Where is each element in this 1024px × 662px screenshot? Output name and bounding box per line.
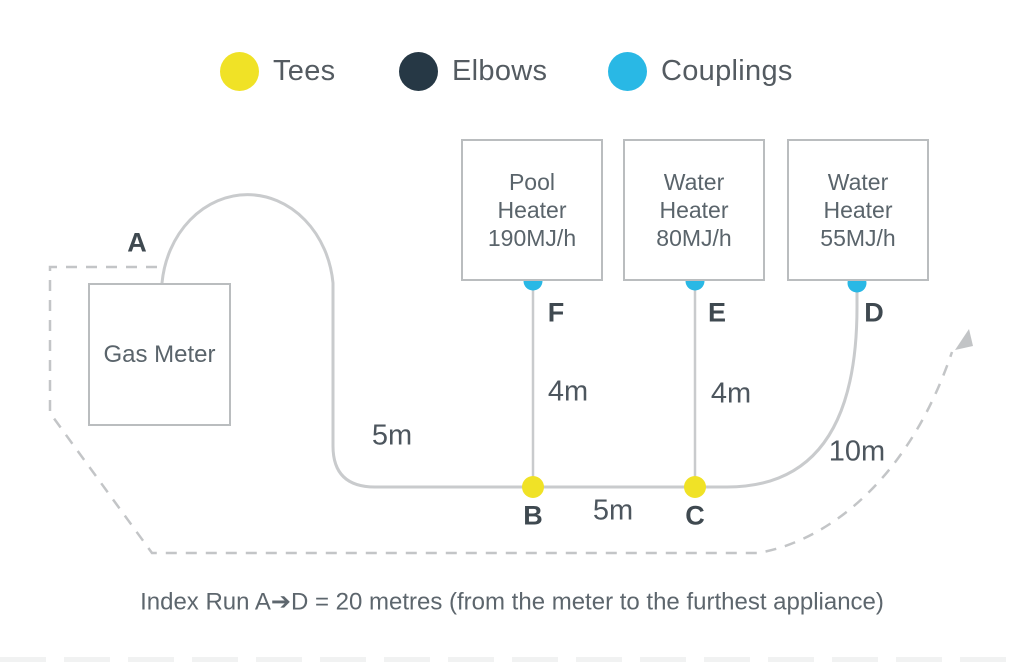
gas-meter-label: Gas Meter <box>103 340 216 368</box>
water-heater-55-box: Water Heater 55MJ/h <box>787 139 929 281</box>
legend-item-couplings: Couplings <box>608 51 793 91</box>
node-label-a: A <box>127 227 147 258</box>
main-pipe <box>160 193 859 489</box>
node-label-e: E <box>707 297 727 328</box>
legend-item-elbows: Elbows <box>399 51 547 91</box>
distance-label-b-c: 5m <box>592 494 634 527</box>
legend-label-tees: Tees <box>273 54 336 87</box>
distance-label-c-e: 4m <box>710 377 752 410</box>
tee-b-dot-icon <box>522 476 544 498</box>
distance-label-a-b: 5m <box>371 419 413 452</box>
node-label-d: D <box>864 297 884 328</box>
tee-c-dot-icon <box>684 476 706 498</box>
node-label-b: B <box>523 500 543 531</box>
legend-item-tees: Tees <box>220 51 335 91</box>
node-label-c: C <box>685 500 705 531</box>
legend-label-elbows: Elbows <box>452 54 548 87</box>
pool-heater-box: Pool Heater 190MJ/h <box>461 139 603 281</box>
index-run-arrowhead-icon <box>955 329 973 350</box>
index-run-caption: Index Run A➔D = 20 metres (from the mete… <box>140 588 884 616</box>
distance-label-c-d: 10m <box>828 435 886 468</box>
gas-meter-box: Gas Meter <box>88 283 231 426</box>
node-label-f: F <box>547 297 565 328</box>
distance-label-b-f: 4m <box>547 375 589 408</box>
water-heater-80-label: Water Heater 80MJ/h <box>656 169 732 251</box>
tee-dot-icon <box>220 51 259 91</box>
water-heater-80-box: Water Heater 80MJ/h <box>623 139 765 281</box>
water-heater-55-label: Water Heater 55MJ/h <box>820 169 896 251</box>
elbow-dot-icon <box>399 51 438 91</box>
bottom-dashed-divider <box>0 657 1024 662</box>
coupling-dot-icon <box>608 51 647 91</box>
legend-label-couplings: Couplings <box>661 54 793 87</box>
pool-heater-label: Pool Heater 190MJ/h <box>487 169 577 251</box>
